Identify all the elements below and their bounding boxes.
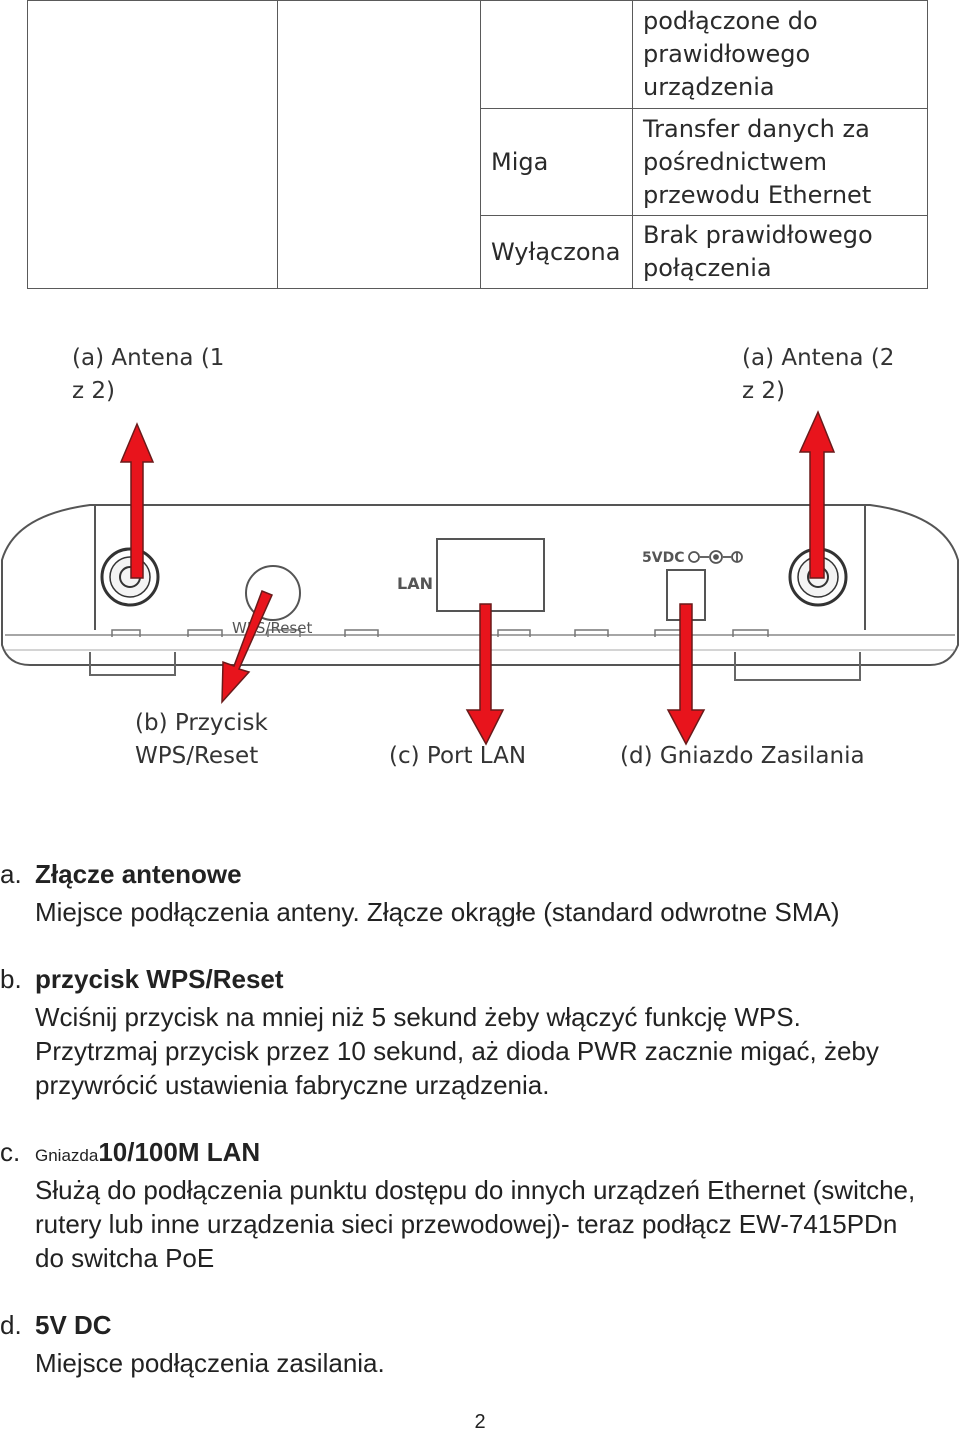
item-heading: Złącze antenowe bbox=[35, 857, 960, 895]
table-cell-state bbox=[480, 0, 633, 109]
table-cell-meaning: Brak prawidłowego połączenia bbox=[632, 215, 928, 289]
item-description: Służą do podłączenia punktu dostępu do i… bbox=[35, 1175, 916, 1273]
item-heading: przycisk WPS/Reset bbox=[35, 962, 960, 1000]
arrow-antenna-1 bbox=[119, 422, 155, 579]
device-illustration: WPS/Reset LAN 5VDC bbox=[1, 410, 959, 746]
table-cell-state: Wyłączona bbox=[480, 215, 633, 289]
polarity-symbol bbox=[688, 550, 743, 564]
meaning-text: podłączone do prawidłowego urządzenia bbox=[643, 7, 818, 101]
item-heading: 5V DC bbox=[35, 1308, 960, 1346]
item-heading-text: 10/100M LAN bbox=[98, 1137, 261, 1167]
arrow-lan bbox=[465, 603, 505, 746]
list-item: a. Złącze antenowe Miejsce podłączenia a… bbox=[0, 857, 960, 929]
item-description: Wciśnij przycisk na mniej niż 5 sekund ż… bbox=[35, 1002, 879, 1100]
meaning-text: Brak prawidłowego połączenia bbox=[643, 221, 873, 282]
table-cell-meaning: podłączone do prawidłowego urządzenia bbox=[632, 0, 928, 109]
item-letter: d. bbox=[0, 1310, 22, 1340]
label-antenna-1: (a) Antena (1 z 2) bbox=[72, 345, 225, 404]
table-row: Miga Transfer danych za pośrednictwem pr… bbox=[28, 108, 928, 216]
item-description: Miejsce podłączenia anteny. Złącze okrąg… bbox=[35, 897, 840, 927]
label-antenna-2: (a) Antena (2 z 2) bbox=[742, 345, 895, 404]
meaning-text: Transfer danych za pośrednictwem przewod… bbox=[643, 114, 872, 209]
panel-lan-text: LAN bbox=[397, 574, 433, 593]
table-cell-meaning: Transfer danych za pośrednictwem przewod… bbox=[632, 108, 928, 216]
component-description-list: a. Złącze antenowe Miejsce podłączenia a… bbox=[0, 857, 960, 1413]
list-item: d. 5V DC Miejsce podłączenia zasilania. bbox=[0, 1308, 960, 1380]
item-heading-prefix: Gniazda bbox=[35, 1146, 99, 1165]
page-number: 2 bbox=[474, 1411, 486, 1433]
panel-wps-text: WPS/Reset bbox=[232, 619, 312, 637]
item-heading-text: 5V DC bbox=[35, 1310, 112, 1340]
item-letter: b. bbox=[0, 964, 22, 994]
table-cell-state: Miga bbox=[480, 108, 633, 216]
item-letter: a. bbox=[0, 859, 22, 889]
led-status-table: podłączone do prawidłowego urządzenia Mi… bbox=[27, 0, 928, 289]
item-description: Miejsce podłączenia zasilania. bbox=[35, 1348, 385, 1378]
lan-port bbox=[436, 538, 545, 612]
panel-power-text: 5VDC bbox=[642, 550, 684, 566]
arrow-wps bbox=[221, 590, 274, 705]
item-heading: Gniazda10/100M LAN bbox=[35, 1135, 960, 1173]
device-back-panel-diagram: WPS/Reset LAN 5VDC (a) Antena (1 z 2) (a… bbox=[0, 300, 960, 800]
label-lan-port: (c) Port LAN bbox=[389, 743, 527, 769]
label-wps-reset: (b) Przycisk WPS/Reset bbox=[135, 710, 268, 769]
item-heading-text: przycisk WPS/Reset bbox=[35, 964, 284, 994]
list-item: b. przycisk WPS/Reset Wciśnij przycisk n… bbox=[0, 962, 960, 1102]
item-heading-text: Złącze antenowe bbox=[35, 859, 242, 889]
table-cell-empty bbox=[277, 0, 481, 289]
table-cell-empty bbox=[27, 0, 278, 289]
list-item: c. Gniazda10/100M LAN Służą do podłączen… bbox=[0, 1135, 960, 1275]
arrow-antenna-2 bbox=[798, 410, 836, 579]
label-power-socket: (d) Gniazdo Zasilania bbox=[620, 743, 865, 769]
table-row: Wyłączona Brak prawidłowego połączenia bbox=[28, 215, 928, 289]
pointer-arrows bbox=[119, 410, 836, 746]
arrow-power bbox=[666, 603, 706, 746]
item-letter: c. bbox=[0, 1137, 21, 1167]
table-row: podłączone do prawidłowego urządzenia bbox=[27, 0, 928, 289]
antenna-connector-1 bbox=[100, 547, 160, 607]
